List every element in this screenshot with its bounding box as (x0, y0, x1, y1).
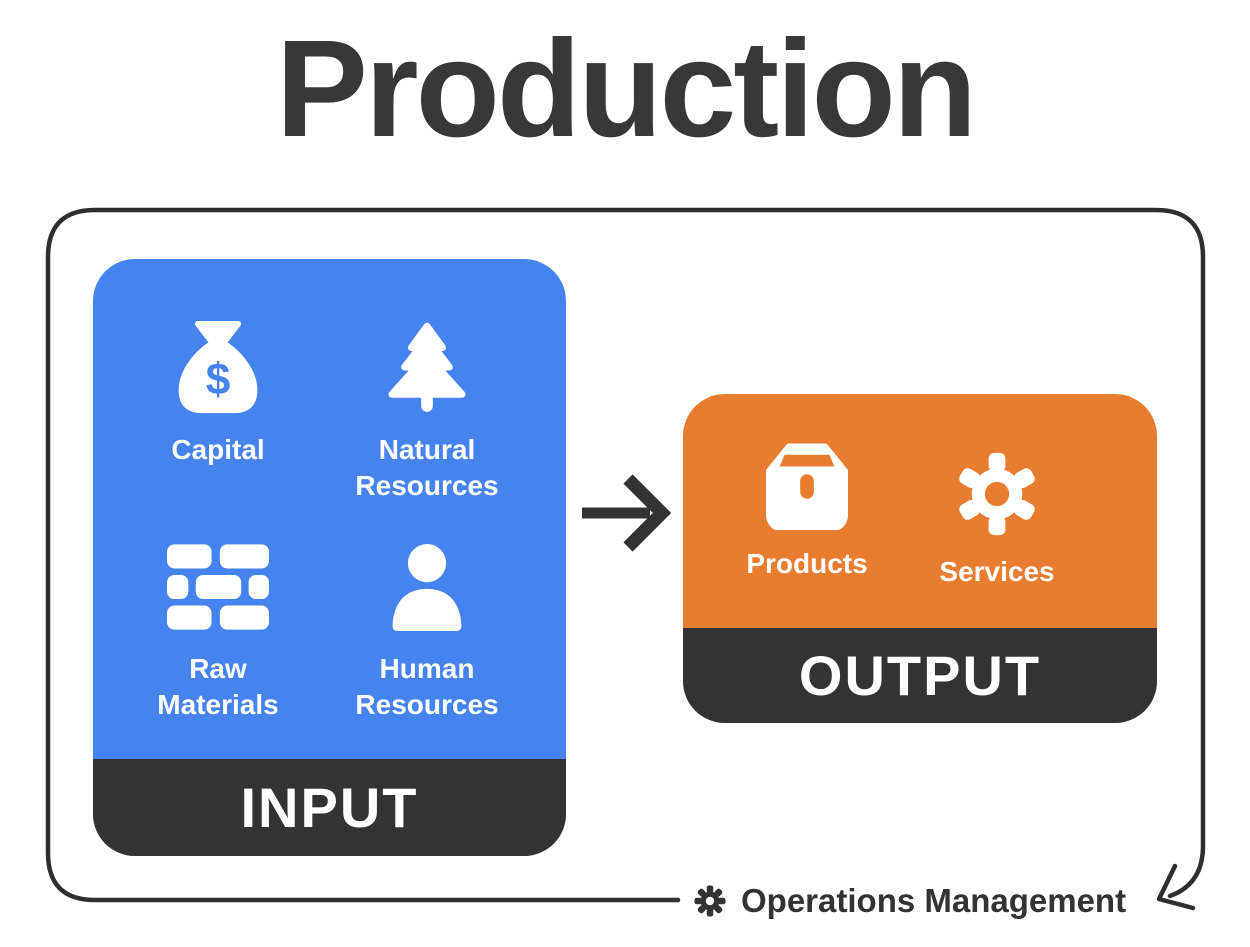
input-footer: INPUT (93, 759, 566, 856)
gear-icon (694, 885, 726, 917)
input-item-label: Human Resources (355, 653, 499, 720)
frame-border (45, 207, 1206, 911)
output-footer: OUTPUT (683, 628, 1157, 723)
bricks-icon (108, 537, 328, 637)
package-box-icon (697, 440, 917, 532)
output-item-label: Products (746, 548, 868, 579)
output-item-products: Products (697, 440, 917, 582)
input-item-natural-resources: Natural Resources (317, 318, 537, 504)
operations-management-label: Operations Management (741, 882, 1127, 919)
flow-arrow-icon (582, 474, 672, 552)
dollar-symbol: $ (206, 355, 231, 404)
input-box: $ Capital Natural Resources (93, 259, 566, 856)
money-bag-icon: $ (108, 318, 328, 418)
input-item-raw-materials: Raw Materials (108, 537, 328, 723)
input-item-label: Natural Resources (355, 434, 499, 501)
person-icon (317, 537, 537, 637)
input-item-capital: $ Capital (108, 318, 328, 468)
operations-management: Operations Management (694, 882, 1126, 920)
curved-arrowhead-icon (1156, 863, 1196, 911)
pine-tree-icon (317, 318, 537, 418)
input-item-label: Raw Materials (157, 653, 279, 720)
input-item-human-resources: Human Resources (317, 537, 537, 723)
input-item-label: Capital (171, 434, 265, 465)
output-item-label: Services (939, 556, 1055, 587)
gear-icon (887, 448, 1107, 540)
output-box: Products Services OUTPUT (683, 394, 1157, 723)
output-item-services: Services (887, 448, 1107, 590)
page-title: Production (275, 12, 977, 166)
